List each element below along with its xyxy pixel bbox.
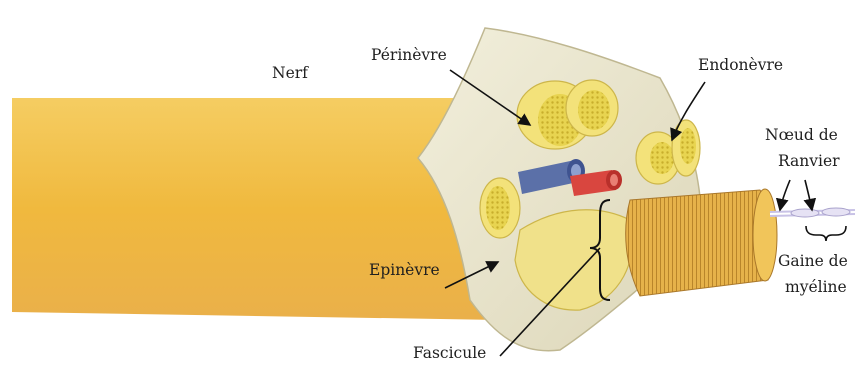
- myelin-brace: [806, 226, 846, 241]
- fascicle-fibers: [626, 190, 774, 296]
- label-ranvier: Ranvier: [778, 154, 840, 170]
- nerve-trunk: [12, 98, 500, 320]
- label-noeud-de: Nœud de: [765, 128, 838, 144]
- label-perinevre: Périnèvre: [371, 48, 447, 64]
- label-fascicule: Fascicule: [413, 346, 486, 362]
- label-epinevre: Epinèvre: [369, 263, 440, 279]
- label-myeline: myéline: [785, 280, 847, 296]
- label-gaine-de: Gaine de: [778, 254, 848, 270]
- label-endonevre: Endonèvre: [698, 58, 783, 74]
- label-nerf: Nerf: [272, 66, 308, 82]
